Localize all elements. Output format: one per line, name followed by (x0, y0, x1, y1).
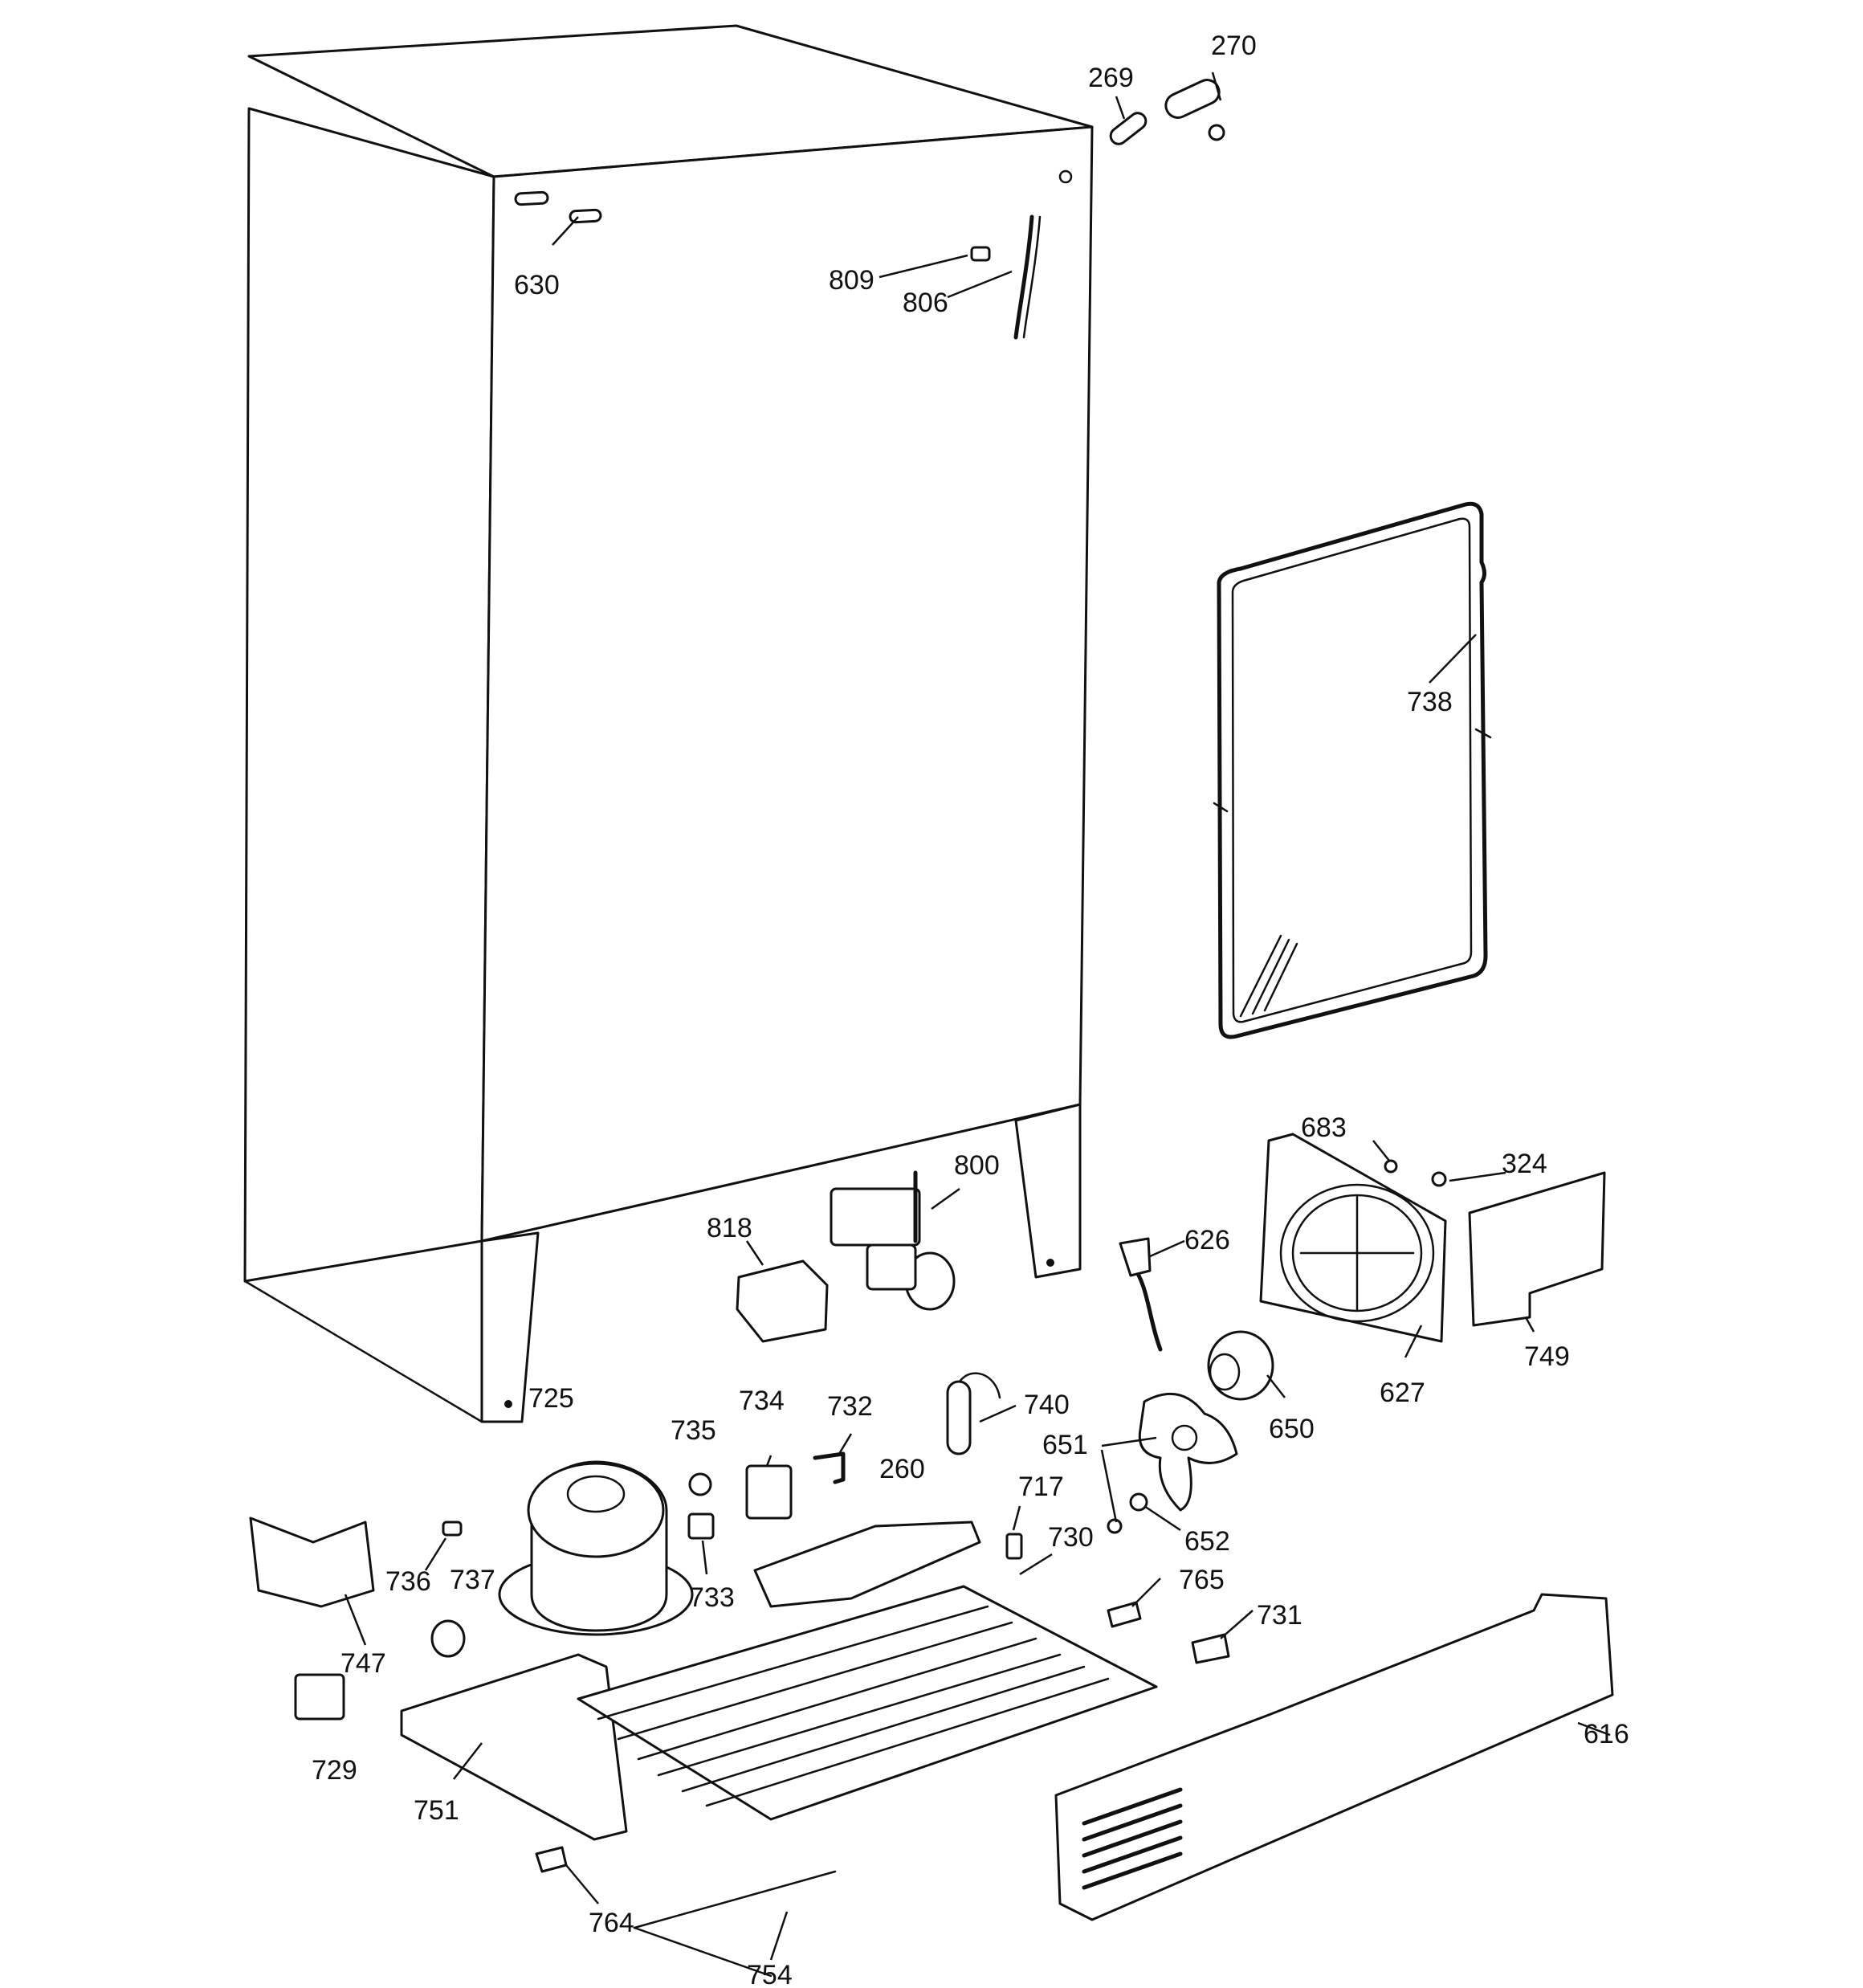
part-747-shield (249, 1517, 375, 1608)
callout-729: 729 (312, 1755, 357, 1786)
callout-627: 627 (1380, 1378, 1425, 1408)
callout-269: 269 (1088, 63, 1134, 93)
part-733 (687, 1512, 715, 1540)
callout-735: 735 (671, 1415, 716, 1446)
part-734 (745, 1464, 793, 1520)
callout-747: 747 (340, 1648, 386, 1679)
part-683-screw (1384, 1159, 1398, 1174)
callout-650: 650 (1269, 1414, 1315, 1444)
callout-765: 765 (1179, 1565, 1225, 1595)
part-652-washer (1129, 1492, 1148, 1512)
callout-270: 270 (1211, 31, 1257, 61)
part-764-clip (535, 1846, 568, 1873)
callout-260: 260 (879, 1454, 925, 1484)
callout-740: 740 (1024, 1390, 1070, 1420)
part-650-motor (1207, 1330, 1274, 1401)
callout-809: 809 (829, 265, 874, 296)
part-800-valve (830, 1170, 956, 1311)
callout-738: 738 (1407, 687, 1453, 717)
part-818-bracket (736, 1259, 829, 1343)
callout-733: 733 (689, 1582, 735, 1613)
part-729-relay (294, 1673, 345, 1721)
leader-lines (344, 71, 1611, 1961)
callout-683: 683 (1301, 1112, 1347, 1143)
callout-652: 652 (1184, 1526, 1230, 1557)
callout-806: 806 (903, 288, 948, 318)
part-260-drain-tray (753, 1521, 981, 1608)
part-651-fan-blade (1138, 1392, 1238, 1512)
part-616-grille (1054, 1593, 1614, 1921)
part-765-clip (1107, 1601, 1142, 1628)
callout-616: 616 (1584, 1719, 1629, 1749)
callout-731: 731 (1257, 1600, 1302, 1631)
callout-732: 732 (827, 1391, 873, 1422)
refrigerator-cabinet (243, 24, 1094, 1423)
callout-626: 626 (1184, 1225, 1230, 1255)
part-806-tube (1013, 214, 1042, 340)
callout-754: 754 (747, 1960, 793, 1988)
part-749-cover (1468, 1171, 1606, 1327)
callout-736: 736 (385, 1566, 431, 1597)
callout-725: 725 (528, 1383, 574, 1414)
part-269 (1109, 112, 1148, 145)
part-809-clip (970, 246, 991, 262)
callout-818: 818 (707, 1213, 752, 1243)
part-626-cord (1119, 1237, 1163, 1352)
part-738-loop (1213, 501, 1492, 1039)
callout-749: 749 (1524, 1341, 1570, 1372)
part-651-nut (1107, 1518, 1123, 1534)
callout-800: 800 (954, 1150, 1000, 1181)
part-725-compressor (498, 1460, 694, 1636)
part-627-fan-shroud (1259, 1133, 1447, 1343)
part-735 (688, 1472, 712, 1496)
part-737 (430, 1619, 466, 1658)
callout-labels: 270 269 630 809 806 738 683 324 800 818 … (312, 31, 1629, 1988)
callout-734: 734 (739, 1386, 785, 1416)
part-754-condenser (577, 1585, 1158, 1978)
part-751-base-pan (400, 1653, 628, 1841)
callout-324: 324 (1502, 1149, 1547, 1179)
part-732 (813, 1451, 846, 1484)
part-736 (442, 1521, 463, 1537)
callout-630: 630 (514, 270, 560, 300)
part-740-drier (946, 1372, 1001, 1455)
part-324-screw (1431, 1171, 1447, 1187)
callout-730: 730 (1048, 1522, 1094, 1553)
callout-737: 737 (450, 1565, 495, 1595)
part-731-clip (1191, 1633, 1230, 1664)
callout-764: 764 (589, 1908, 634, 1938)
callout-651: 651 (1042, 1430, 1088, 1460)
part-717 (1005, 1533, 1023, 1560)
part-270 (1164, 79, 1225, 141)
callout-751: 751 (414, 1795, 459, 1826)
callout-717: 717 (1018, 1472, 1064, 1502)
